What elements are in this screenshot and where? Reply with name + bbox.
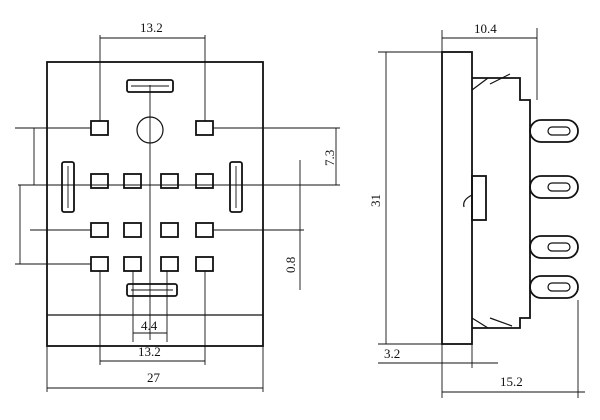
dim-height: 31 bbox=[368, 194, 383, 207]
pin bbox=[195, 256, 214, 272]
terminal-3 bbox=[529, 235, 579, 259]
front-view: 13.2 7.3 0.8 4.4 13.2 27 bbox=[15, 20, 340, 392]
side-chamfer bbox=[471, 317, 489, 329]
pin-top-left bbox=[90, 120, 109, 136]
dim-top-pin-spacing: 13.2 bbox=[140, 20, 163, 35]
pin-top-right bbox=[195, 120, 214, 136]
terminal-4 bbox=[529, 275, 579, 299]
pin bbox=[195, 222, 214, 238]
latch-left bbox=[61, 161, 75, 213]
bottom-key-slot bbox=[126, 283, 178, 297]
side-center-latch bbox=[471, 175, 487, 221]
side-latch-hook bbox=[463, 194, 473, 208]
latch-right bbox=[229, 161, 243, 213]
pin bbox=[195, 173, 214, 189]
dim-flange: 3.2 bbox=[384, 346, 400, 361]
front-body-outline bbox=[46, 61, 264, 347]
pin bbox=[90, 222, 109, 238]
side-body bbox=[472, 77, 531, 329]
side-chamfer bbox=[489, 317, 513, 327]
pin bbox=[160, 256, 179, 272]
side-chamfer bbox=[471, 77, 489, 91]
pin-row-3 bbox=[90, 256, 214, 272]
pin-row-2 bbox=[90, 222, 214, 238]
dim-overall-depth: 15.2 bbox=[500, 374, 523, 389]
pin-row-1 bbox=[90, 173, 214, 189]
pin bbox=[90, 173, 109, 189]
side-view: 10.4 31 3.2 15.2 bbox=[368, 21, 585, 398]
dim-bottom-pin-spacing: 13.2 bbox=[138, 344, 161, 359]
terminal-1 bbox=[529, 119, 579, 143]
dim-overall-width: 27 bbox=[147, 370, 161, 385]
terminal-2 bbox=[529, 175, 579, 199]
dim-right-offset-lower: 0.8 bbox=[283, 257, 298, 273]
dim-center-pin-spacing: 4.4 bbox=[141, 318, 158, 333]
dim-top-depth: 10.4 bbox=[474, 21, 497, 36]
pin bbox=[123, 256, 142, 272]
dim-right-offset-upper: 7.3 bbox=[322, 150, 337, 166]
pin bbox=[90, 256, 109, 272]
pin bbox=[123, 173, 142, 189]
pin bbox=[123, 222, 142, 238]
side-chamfer bbox=[489, 73, 511, 85]
pin bbox=[160, 173, 179, 189]
pin bbox=[160, 222, 179, 238]
